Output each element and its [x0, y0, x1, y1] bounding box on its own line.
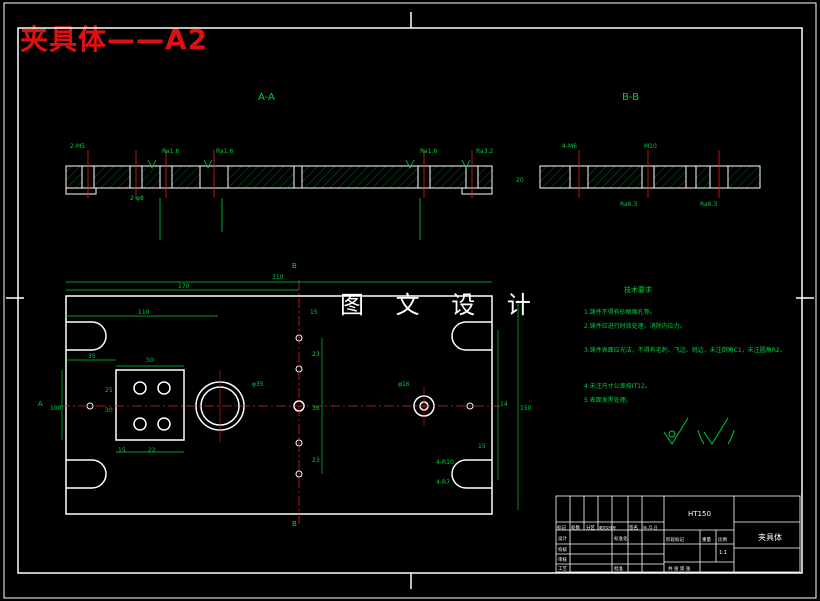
dim-4r7: 4-R7 [436, 479, 450, 486]
tb-sign: 签名 [629, 524, 638, 531]
tb-check: 校核 [558, 546, 567, 553]
outer-frame [3, 2, 817, 599]
part-name: 夹具体 [758, 532, 782, 542]
dim-22: 22 [148, 447, 156, 454]
dim-50: 50 [146, 357, 154, 364]
dim-170: 170 [178, 283, 190, 290]
dim-4m6: 4-M6 [562, 143, 577, 150]
watermark-text: 图 文 设 计 [340, 291, 543, 319]
dim-15: 15 [310, 309, 318, 316]
ra-bb-2: Ra6.3 [700, 201, 717, 208]
dim-310: 310 [272, 274, 284, 281]
dim-2m5: 2-M5 [70, 143, 85, 150]
roughness-symbol [663, 417, 735, 445]
inner-frame [17, 27, 803, 574]
material-label: HT150 [688, 510, 711, 518]
tb-weight: 重量 [702, 536, 711, 543]
tech-req-item: 2.铸件应进行时效处理，消除内应力。 [584, 322, 686, 330]
tech-req-heading: 技术要求 [624, 285, 652, 294]
title-block [555, 495, 801, 573]
tech-req-item: 5.表面发黑处理。 [584, 396, 632, 404]
dim-15-bottom: 15 [478, 443, 486, 450]
dim-m10: M10 [644, 143, 657, 150]
dim-20: 20 [516, 177, 524, 184]
dim-phi35: φ35 [252, 381, 264, 388]
dim-30: 30 [105, 407, 113, 414]
dim-15-2: 15 [118, 447, 126, 454]
ra-3: Ra1.6 [420, 148, 437, 155]
ra-4: Ra3.2 [476, 148, 493, 155]
section-aa-view [65, 150, 493, 198]
ra-2: Ra1.6 [216, 148, 233, 155]
tb-date: 年.月.日 [643, 524, 658, 530]
tech-req-item: 1.铸件不得有砂眼缩孔等。 [584, 308, 656, 316]
dim-150: 150 [520, 405, 532, 412]
cut-b-bottom: B [292, 520, 297, 528]
dim-25: 25 [105, 387, 113, 394]
dim-23b: 23 [312, 457, 320, 464]
section-bb-label: B-B [622, 92, 639, 103]
dim-100: 100 [50, 405, 62, 412]
dim-23a: 23 [312, 351, 320, 358]
dim-36: 36 [312, 405, 320, 412]
plan-view [60, 280, 500, 524]
ra-bb-1: Ra6.3 [620, 201, 637, 208]
section-bb-view [539, 150, 761, 198]
tb-sheets: 共 张 第 张 [668, 565, 691, 572]
dim-4r10: 4-R10 [436, 459, 454, 466]
dim-110: 110 [138, 309, 150, 316]
tb-ratio: 比例 [718, 536, 727, 543]
ra-1: Ra1.6 [162, 148, 179, 155]
tb-approve: 批准 [614, 565, 623, 572]
tech-req-item: 3.铸件表面应光洁，不得有毛刺、飞边、锐边，未注倒角C1，未注圆角R2。 [584, 346, 786, 354]
dim-35: 35 [88, 353, 96, 360]
tb-mark: 标记 [557, 524, 566, 531]
dim-2phi8: 2-φ8 [130, 195, 144, 202]
tb-design: 设计 [558, 535, 567, 542]
section-aa-label: A-A [258, 92, 275, 103]
dim-phi16: φ16 [398, 381, 410, 388]
cut-b-top: B [292, 262, 297, 270]
tech-req-item: 4.未注尺寸公差按IT12。 [584, 382, 651, 390]
cut-a-left: A [38, 400, 43, 408]
tb-count: 处数 [571, 524, 580, 531]
dim-14: 14 [500, 401, 508, 408]
tb-review: 审核 [558, 556, 567, 563]
tech-req-list: 1.铸件不得有砂眼缩孔等。 2.铸件应进行时效处理，消除内应力。 3.铸件表面应… [584, 308, 786, 404]
tb-scale: 1:1 [719, 550, 727, 556]
tb-change: 更改文件号 [599, 525, 617, 530]
tb-stage: 阶段标记 [666, 536, 684, 543]
tb-craft: 工艺 [558, 566, 567, 572]
tb-zone: 分区 [586, 524, 595, 531]
tb-std: 标准化 [614, 535, 628, 542]
